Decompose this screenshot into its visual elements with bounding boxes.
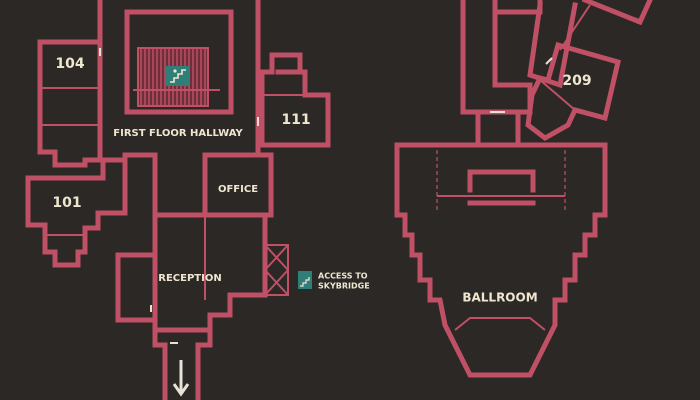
arrow-down-icon[interactable] — [172, 360, 190, 397]
room-101-label: 101 — [52, 195, 81, 211]
angled-wing-top-walls — [581, 0, 653, 26]
skybridge-access[interactable]: ACCESS TO SKYBRIDGE — [298, 271, 370, 291]
stairs-icon[interactable] — [166, 66, 190, 86]
right-building — [394, 0, 653, 378]
room-111-walls — [259, 52, 331, 148]
stairs-icon — [298, 271, 312, 289]
stairwell-walls — [124, 9, 234, 115]
room-209-walls — [525, 41, 621, 141]
room-209-label: 209 — [562, 73, 591, 89]
reception-label: RECEPTION — [158, 273, 221, 284]
hallway-label: FIRST FLOOR HALLWAY — [113, 128, 243, 139]
storage-room-walls — [115, 252, 158, 323]
skybridge-shaft — [264, 244, 289, 296]
ballroom-label: BALLROOM — [462, 291, 537, 305]
exit-corridor-walls — [152, 327, 213, 400]
ballroom-walls — [394, 142, 608, 378]
north-wing-walls — [460, 0, 533, 115]
north-wing-annex-walls — [492, 0, 543, 15]
reception-walls — [152, 212, 268, 333]
room-104-walls — [37, 39, 103, 168]
room-101-walls — [25, 157, 128, 268]
stage-walls — [467, 169, 536, 193]
skybridge-label-line2: SKYBRIDGE — [318, 282, 370, 291]
room-111-label: 111 — [281, 112, 310, 128]
left-building — [25, 0, 331, 400]
room-104-label: 104 — [55, 56, 84, 72]
connector-walls — [475, 109, 521, 148]
office-walls — [202, 152, 274, 218]
skybridge-label-line1: ACCESS TO — [318, 272, 368, 281]
office-label: OFFICE — [218, 184, 258, 195]
